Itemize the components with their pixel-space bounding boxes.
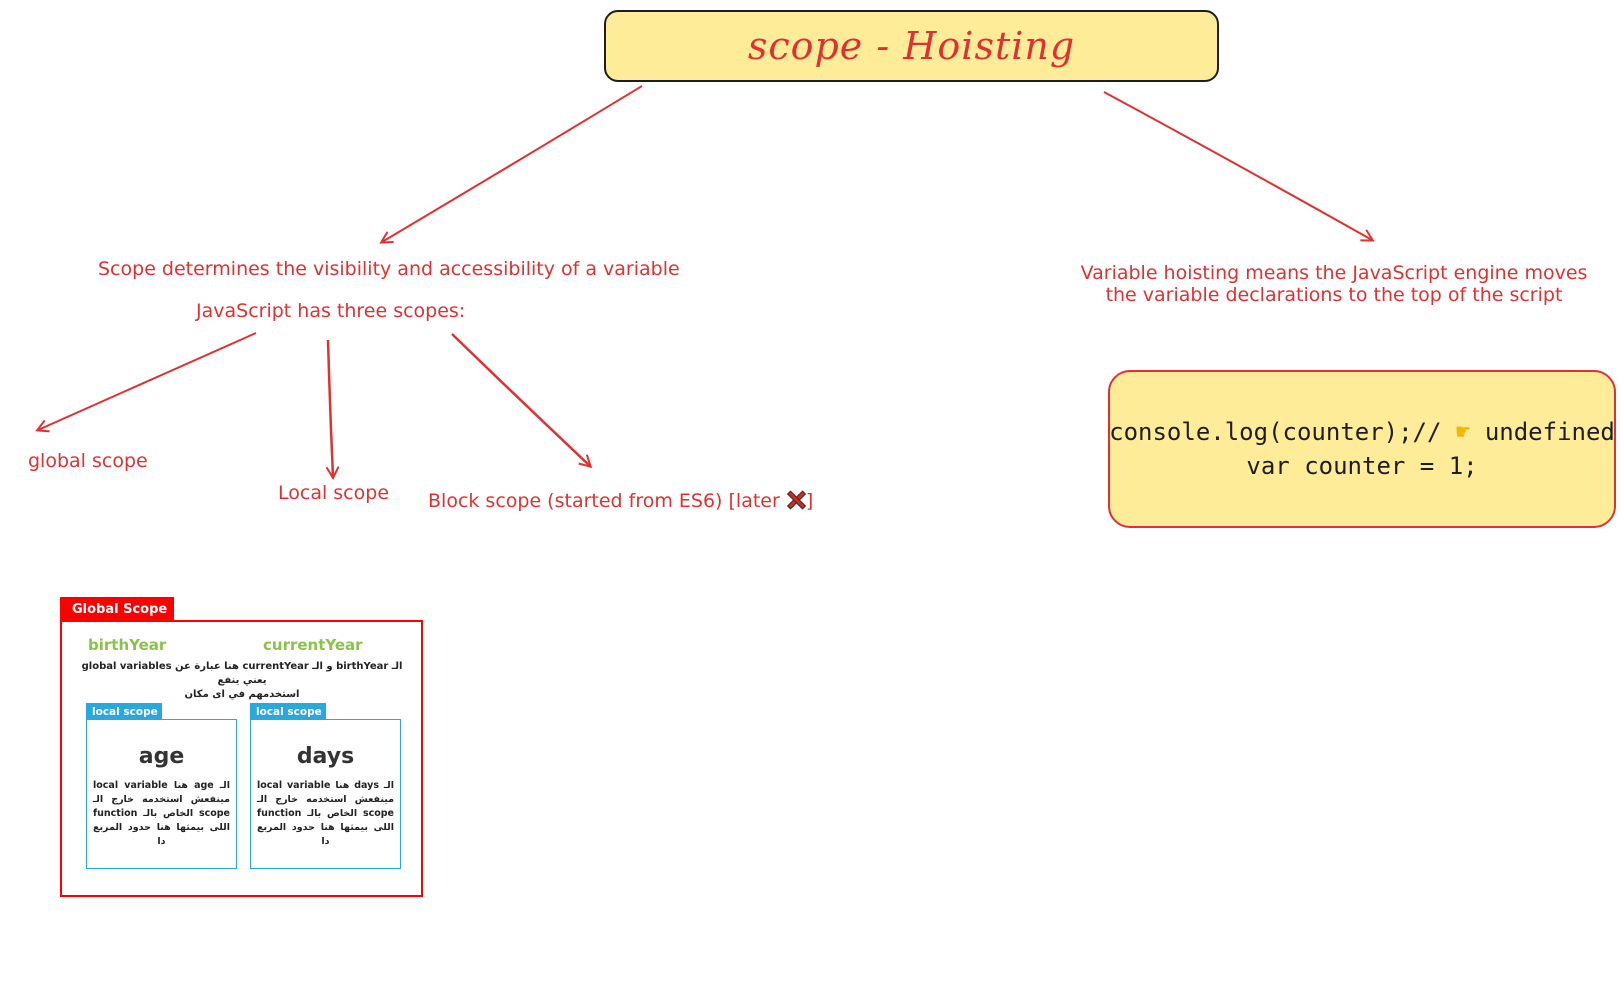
- hoisting-line-2: the variable declarations to the top of …: [1105, 284, 1563, 306]
- global-desc-line-2: استخدمهم في اى مكان: [184, 689, 300, 700]
- local-var-age: age: [138, 744, 185, 769]
- global-scope-label: global scope: [28, 450, 148, 472]
- local-scope-box-1: age الـ age هنا local variable مينفعش اس…: [86, 719, 237, 869]
- pointing-hand-icon: ☛: [1455, 418, 1471, 446]
- code-example-box: console.log(counter);// ☛ undefined var …: [1108, 370, 1616, 528]
- arrow-title-to-hoisting: [1103, 91, 1372, 240]
- arrow-to-global-scope: [38, 332, 257, 430]
- code-line-1: console.log(counter);// ☛ undefined: [1109, 415, 1615, 449]
- title-box: scope - Hoisting: [604, 10, 1219, 82]
- arrow-title-to-scope: [382, 85, 643, 242]
- three-scopes-text: JavaScript has three scopes:: [196, 300, 466, 322]
- local-desc-days: الـ days هنا local variable مينفعش استخد…: [257, 780, 394, 847]
- block-scope-close: ]: [805, 490, 814, 512]
- cross-mark-icon: [786, 490, 806, 510]
- global-desc-line-1: الـ birthYear و الـ currentYear هنا عبار…: [81, 661, 403, 686]
- block-scope-text: Block scope (started from ES6) [later: [428, 490, 780, 512]
- scope-definition: Scope determines the visibility and acce…: [98, 258, 680, 280]
- global-description: الـ birthYear و الـ currentYear هنا عبار…: [70, 660, 414, 702]
- code-console-log: console.log(counter);//: [1109, 418, 1442, 446]
- local-scope-tab-2: local scope: [250, 703, 326, 720]
- hoisting-line-1: Variable hoisting means the JavaScript e…: [1080, 262, 1588, 284]
- local-scope-label: Local scope: [278, 482, 390, 504]
- global-scope-box: [60, 620, 423, 897]
- code-undefined: undefined: [1484, 418, 1615, 446]
- var-currentyear: currentYear: [263, 636, 363, 654]
- local-var-days: days: [296, 744, 355, 769]
- local-scope-tab-1: local scope: [86, 703, 162, 720]
- arrow-to-local-scope: [328, 339, 333, 477]
- local-desc-age: الـ age هنا local variable مينفعش استخدم…: [93, 780, 230, 847]
- var-birthyear: birthYear: [88, 636, 167, 654]
- diagram-title: scope - Hoisting: [747, 24, 1076, 68]
- arrow-to-block-scope: [451, 333, 590, 466]
- local-scope-box-2: days الـ days هنا local variable مينفعش …: [250, 719, 401, 869]
- code-line-2: var counter = 1;: [1246, 452, 1478, 480]
- hoisting-definition: Variable hoisting means the JavaScript e…: [1064, 262, 1604, 306]
- global-scope-tab: Global Scope: [60, 597, 174, 621]
- block-scope-label: Block scope (started from ES6) [later ]: [428, 490, 813, 512]
